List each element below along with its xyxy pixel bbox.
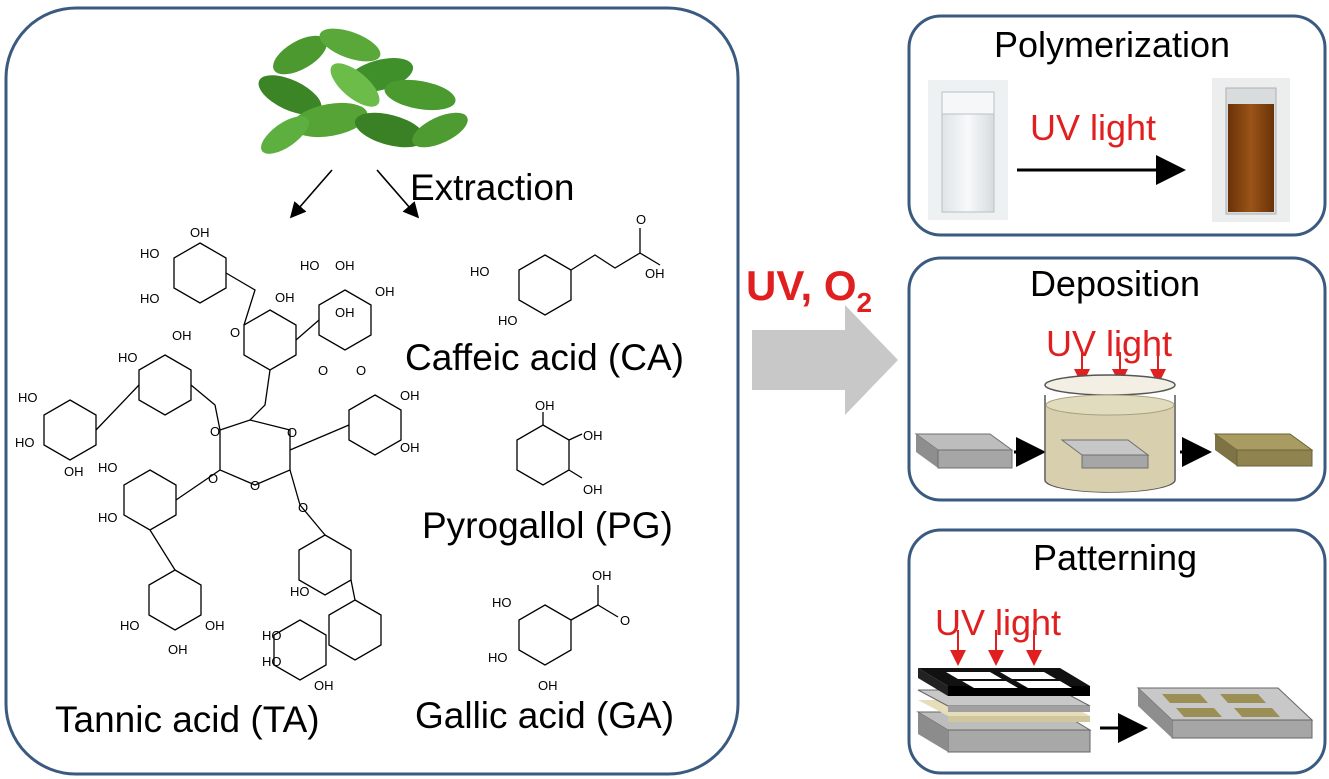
svg-text:O: O [208,471,218,486]
svg-text:O: O [318,363,328,378]
caffeic-acid-structure [518,228,661,316]
tannic-acid-structure [43,242,402,681]
left-panel-frame [4,6,740,776]
svg-text:OH: OH [275,290,295,305]
patterned-substrate [1136,687,1314,739]
svg-text:HO: HO [15,435,35,450]
patterning-uv-label: UV light [935,602,1061,643]
svg-text:OH: OH [190,225,210,240]
svg-text:HO: HO [140,291,160,306]
clear-cuvette-image [928,80,1008,220]
svg-text:OH: OH [535,398,555,413]
svg-text:HO: HO [492,595,512,610]
pyrogallol-atom-labels: OH OH OH [535,398,603,497]
bare-substrate [914,433,1014,469]
tannic-acid-label: Tannic acid (TA) [55,699,320,740]
svg-text:OH: OH [583,482,603,497]
brown-cuvette-image [1212,78,1290,222]
gallic-acid-label: Gallic acid (GA) [415,695,674,736]
deposition-title: Deposition [1030,263,1200,304]
extraction-arrow-right [376,169,420,219]
svg-text:HO: HO [98,510,118,525]
deposition-uv-label: UV light [1046,323,1172,364]
svg-text:OH: OH [592,568,612,583]
extraction-label: Extraction [410,167,575,208]
coated-substrate [1213,433,1314,467]
svg-text:O: O [298,500,308,515]
svg-text:HO: HO [470,264,490,279]
svg-text:O: O [230,325,240,340]
process-arrow [752,305,898,415]
pyrogallol-label: Pyrogallol (PG) [422,505,673,546]
svg-text:OH: OH [172,328,192,343]
patterning-title: Patterning [1033,537,1197,578]
gallic-acid-structure [518,585,619,666]
tea-leaves-icon [258,28,468,154]
caffeic-acid-label: Caffeic acid (CA) [405,337,684,378]
gallic-acid-atom-labels: OH O HO HO OH [488,568,630,693]
patterning-uv-arrows [950,630,1042,666]
svg-text:O: O [636,212,646,227]
svg-text:OH: OH [538,678,558,693]
svg-text:OH: OH [400,440,420,455]
polymerization-uv-label: UV light [1030,107,1156,148]
svg-text:HO: HO [98,460,118,475]
svg-text:HO: HO [118,350,138,365]
svg-text:O: O [210,424,220,439]
uv-o2-condition: UV, O2 [746,262,872,318]
svg-text:OH: OH [645,266,665,281]
beaker-with-solution [1044,374,1176,493]
polymerization-title: Polymerization [994,24,1230,65]
svg-text:HO: HO [262,628,282,643]
svg-text:HO: HO [498,313,518,328]
svg-text:HO: HO [290,584,310,599]
svg-text:HO: HO [140,246,160,261]
svg-text:HO: HO [120,618,140,633]
svg-text:OH: OH [168,642,188,657]
svg-text:O: O [287,425,297,440]
pyrogallol-structure [516,412,583,486]
photomask-stack [916,668,1092,753]
svg-text:OH: OH [335,305,355,320]
svg-text:O: O [620,613,630,628]
svg-text:O: O [356,363,366,378]
svg-text:HO: HO [18,390,38,405]
svg-text:HO: HO [488,650,508,665]
svg-text:OH: OH [64,464,84,479]
svg-text:OH: OH [314,678,334,693]
caffeic-acid-atom-labels: HO HO O OH [470,212,665,328]
svg-text:HO: HO [262,654,282,669]
svg-text:O: O [250,478,260,493]
svg-text:OH: OH [335,258,355,273]
svg-text:OH: OH [375,284,395,299]
svg-text:OH: OH [205,618,225,633]
svg-text:OH: OH [583,428,603,443]
extraction-arrow-left [289,169,333,219]
svg-text:HO: HO [300,258,320,273]
svg-text:OH: OH [400,388,420,403]
tannic-acid-atom-labels: OH HO HO OH HO OH OH OH OH HO HO HO OH O… [15,225,420,693]
